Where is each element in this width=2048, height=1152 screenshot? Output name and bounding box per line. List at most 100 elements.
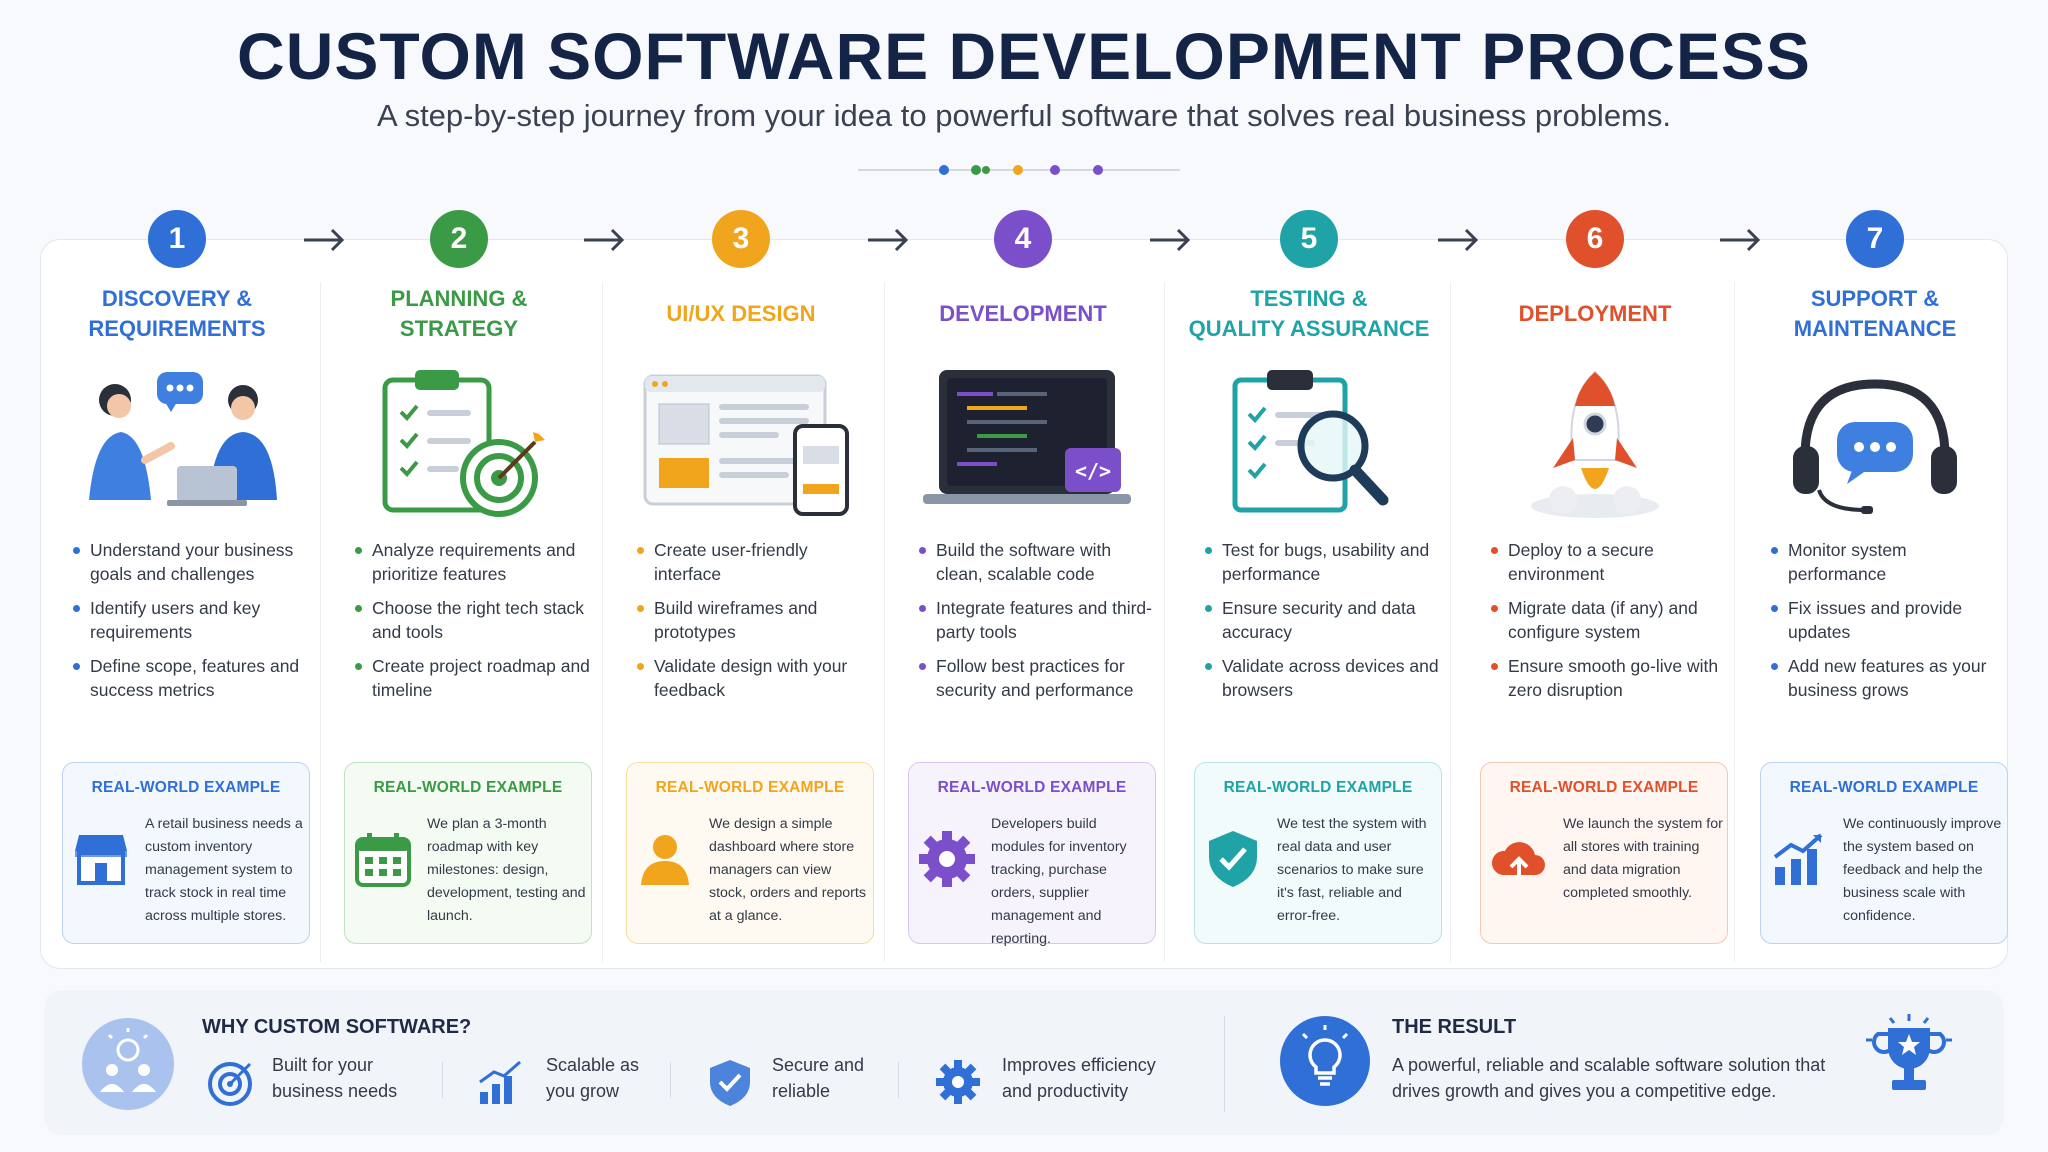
calendar-icon bbox=[355, 833, 411, 887]
step-bullet: Build the software with clean, scalable … bbox=[916, 538, 1156, 586]
why-feature-text: Scalable as you grow bbox=[546, 1055, 640, 1101]
step-bullet: Integrate features and third-party tools bbox=[916, 596, 1156, 644]
step-bullet: Validate design with your feedback bbox=[634, 654, 874, 702]
step-title: PLANNING & STRATEGY bbox=[390, 286, 528, 341]
example-text: We continuously improve the system based… bbox=[1843, 816, 2002, 924]
shield-icon bbox=[710, 1060, 750, 1106]
bottom-summary-bar: WHY CUSTOM SOFTWARE? Built for your busi… bbox=[44, 990, 2004, 1135]
example-label: REAL-WORLD EXAMPLE bbox=[1789, 779, 1979, 796]
real-world-example-card: REAL-WORLD EXAMPLE We continuously impro… bbox=[1760, 762, 2008, 944]
trophy-icon bbox=[1866, 1014, 1952, 1090]
real-world-example-card: REAL-WORLD EXAMPLE Developers build modu… bbox=[908, 762, 1156, 947]
gear-icon bbox=[919, 831, 975, 887]
step-title: TESTING & QUALITY ASSURANCE bbox=[1188, 286, 1430, 341]
user-icon bbox=[641, 835, 689, 885]
step-3-column: 3 UI/UX DESIGN Create user-friendly inte… bbox=[614, 0, 894, 960]
arrow-right-icon bbox=[1720, 228, 1761, 252]
arrow-right-icon bbox=[304, 228, 345, 252]
step-1-column: 1 DISCOVERY & REQUIREMENTS Understand yo… bbox=[50, 0, 330, 960]
wireframe-devices-icon bbox=[643, 374, 849, 516]
headset-chat-icon bbox=[1793, 379, 1957, 514]
step-bullet: Migrate data (if any) and configure syst… bbox=[1488, 596, 1728, 644]
example-text: We launch the system for all stores with… bbox=[1563, 816, 1723, 901]
step-number-badge: 2 bbox=[430, 210, 488, 268]
step-number-badge: 4 bbox=[994, 210, 1052, 268]
store-icon bbox=[75, 835, 127, 885]
step-bullet: Understand your business goals and chall… bbox=[70, 538, 310, 586]
why-feature-text: Secure and reliable bbox=[772, 1055, 865, 1101]
step-bullet: Identify users and key requirements bbox=[70, 596, 310, 644]
step-number-badge: 5 bbox=[1280, 210, 1338, 268]
step-bullets: Test for bugs, usability and performance… bbox=[1202, 538, 1442, 712]
arrow-right-icon bbox=[1438, 228, 1479, 252]
page-subtitle: A step-by-step journey from your idea to… bbox=[376, 98, 1671, 133]
result-text: A powerful, reliable and scalable softwa… bbox=[1392, 1055, 1826, 1101]
page-title: CUSTOM SOFTWARE DEVELOPMENT PROCESS bbox=[237, 19, 1811, 93]
step-bullets: Understand your business goals and chall… bbox=[70, 538, 310, 712]
step-bullet: Build wireframes and prototypes bbox=[634, 596, 874, 644]
step-bullet: Deploy to a secure environment bbox=[1488, 538, 1728, 586]
step-title: DEVELOPMENT bbox=[939, 301, 1107, 326]
svg-text:</>: </> bbox=[1075, 459, 1111, 483]
step-title: DEPLOYMENT bbox=[1518, 301, 1672, 326]
example-text: We design a simple dashboard where store… bbox=[709, 816, 866, 924]
step-number-badge: 3 bbox=[712, 210, 770, 268]
step-bullet: Fix issues and provide updates bbox=[1768, 596, 2008, 644]
arrow-right-icon bbox=[584, 228, 625, 252]
step-5-column: 5 TESTING & QUALITY ASSURANCE Test for b… bbox=[1182, 0, 1462, 960]
team-discussion-icon bbox=[89, 372, 277, 506]
example-label: REAL-WORLD EXAMPLE bbox=[655, 779, 845, 796]
result-title: THE RESULT bbox=[1392, 1016, 1517, 1038]
example-label: REAL-WORLD EXAMPLE bbox=[1509, 779, 1699, 796]
step-bullet: Ensure security and data accuracy bbox=[1202, 596, 1442, 644]
real-world-example-card: REAL-WORLD EXAMPLE We plan a 3-month roa… bbox=[344, 762, 592, 944]
step-bullets: Analyze requirements and prioritize feat… bbox=[352, 538, 592, 712]
growth-chart-icon bbox=[1773, 833, 1823, 885]
example-label: REAL-WORLD EXAMPLE bbox=[91, 779, 281, 796]
real-world-example-card: REAL-WORLD EXAMPLE We design a simple da… bbox=[626, 762, 874, 944]
example-label: REAL-WORLD EXAMPLE bbox=[937, 779, 1127, 796]
step-bullet: Analyze requirements and prioritize feat… bbox=[352, 538, 592, 586]
step-bullets: Build the software with clean, scalable … bbox=[916, 538, 1156, 712]
lightbulb-icon bbox=[1280, 1016, 1370, 1106]
example-label: REAL-WORLD EXAMPLE bbox=[373, 779, 563, 796]
why-feature-text: Built for your business needs bbox=[272, 1055, 398, 1101]
arrow-right-icon bbox=[1150, 228, 1191, 252]
shield-check-icon bbox=[1209, 831, 1257, 887]
gear-efficiency-icon bbox=[936, 1060, 980, 1104]
example-text: We test the system with real data and us… bbox=[1277, 816, 1427, 924]
real-world-example-card: REAL-WORLD EXAMPLE We launch the system … bbox=[1480, 762, 1728, 944]
step-bullet: Monitor system performance bbox=[1768, 538, 2008, 586]
step-4-column: 4 DEVELOPMENT </> Build the software wit… bbox=[896, 0, 1176, 960]
arrow-right-icon bbox=[868, 228, 909, 252]
clipboard-magnifier-icon bbox=[1232, 370, 1389, 513]
step-bullet: Follow best practices for security and p… bbox=[916, 654, 1156, 702]
step-title: DISCOVERY & REQUIREMENTS bbox=[88, 286, 266, 341]
step-number-badge: 1 bbox=[148, 210, 206, 268]
why-custom-title: WHY CUSTOM SOFTWARE? bbox=[202, 1016, 472, 1038]
step-bullet: Create user-friendly interface bbox=[634, 538, 874, 586]
step-6-column: 6 DEPLOYMENT Deploy to a secure environm… bbox=[1468, 0, 1748, 960]
team-idea-icon bbox=[82, 1018, 174, 1110]
step-number-badge: 6 bbox=[1566, 210, 1624, 268]
clipboard-target-icon bbox=[382, 370, 545, 517]
example-text: A retail business needs a custom invento… bbox=[145, 816, 303, 924]
step-title: UI/UX DESIGN bbox=[666, 301, 816, 326]
step-bullet: Validate across devices and browsers bbox=[1202, 654, 1442, 702]
step-2-column: 2 PLANNING & STRATEGY Analyze requiremen… bbox=[332, 0, 612, 960]
step-bullet: Define scope, features and success metri… bbox=[70, 654, 310, 702]
chart-up-icon bbox=[479, 1060, 521, 1104]
step-bullet: Choose the right tech stack and tools bbox=[352, 596, 592, 644]
real-world-example-card: REAL-WORLD EXAMPLE A retail business nee… bbox=[62, 762, 310, 944]
why-feature-text: Improves efficiency and productivity bbox=[1002, 1055, 1156, 1101]
cloud-upload-icon bbox=[1491, 842, 1545, 879]
example-text: Developers build modules for inventory t… bbox=[991, 816, 1127, 947]
example-label: REAL-WORLD EXAMPLE bbox=[1223, 779, 1413, 796]
target-icon bbox=[208, 1062, 252, 1106]
step-7-column: 7 SUPPORT & MAINTENANCE Monitor system p… bbox=[1748, 0, 2028, 960]
step-bullet: Ensure smooth go-live with zero disrupti… bbox=[1488, 654, 1728, 702]
step-bullet: Create project roadmap and timeline bbox=[352, 654, 592, 702]
